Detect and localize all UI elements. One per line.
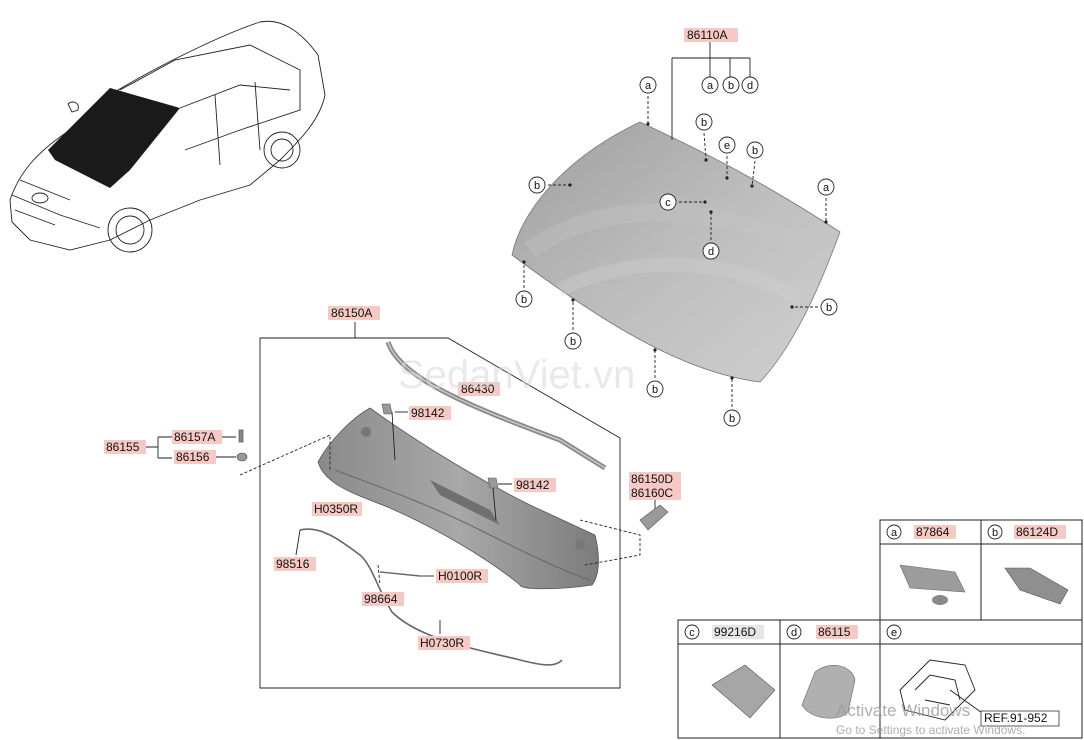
marker-letter-b: b [826, 302, 832, 314]
marker-tip [568, 183, 572, 187]
label-86160C: 86160C [631, 486, 673, 500]
marker-tip [653, 348, 657, 352]
label-86157A: 86157A [174, 430, 215, 444]
label-98142-mid: 98142 [516, 478, 550, 492]
marker-tip [704, 158, 708, 162]
label-86150D: 86150D [631, 472, 673, 486]
cowl-box: 86150A 86430 98142 98142 H0350R 98516 [239, 306, 641, 689]
marker-circle-a [701, 76, 719, 94]
marker-letter-b: b [534, 180, 540, 192]
legend-letter-b: b [992, 527, 998, 539]
marker-tip [725, 176, 729, 180]
marker-tip [824, 220, 828, 224]
marker-letter-e: e [724, 140, 730, 152]
label-H0730R: H0730R [420, 636, 464, 650]
marker-letter-d: d [708, 246, 714, 258]
marker-circle-a [639, 76, 657, 94]
activate-windows-subtitle: Go to Settings to activate Windows. [836, 723, 1025, 737]
windshield-glass [511, 121, 841, 383]
marker-circle-c [659, 193, 677, 211]
marker-circle-b [722, 76, 740, 94]
label-H0350R: H0350R [314, 502, 358, 516]
windshield-highlight [48, 88, 180, 188]
marker-tip [703, 200, 707, 204]
marker-circle-d [702, 242, 720, 260]
legend-letter-e: e [891, 627, 897, 639]
marker-circle-b [723, 409, 741, 427]
marker-letter-b: b [729, 413, 735, 425]
marker-tip [730, 376, 734, 380]
windshield-group: 86110A [511, 28, 841, 383]
label-98664: 98664 [364, 592, 398, 606]
legend-part-99216D: 99216D [714, 625, 756, 639]
label-86150A: 86150A [331, 306, 372, 320]
label-86156: 86156 [176, 450, 210, 464]
label-86155: 86155 [106, 440, 140, 454]
marker-letter-b: b [728, 80, 734, 92]
marker-tip [522, 260, 526, 264]
letter-markers: a b e b b a c d b b b b b a b d [515, 76, 838, 427]
marker-leader [703, 132, 707, 161]
legend-part-86115: 86115 [818, 625, 851, 639]
nut-icon [236, 452, 248, 462]
marker-circle-b [820, 298, 838, 316]
side-cover-part [639, 504, 669, 531]
marker-tip [750, 184, 754, 188]
legend-letter-c: c [689, 627, 695, 639]
marker-circle-d [741, 76, 759, 94]
marker-leader [751, 160, 756, 187]
washer-hose [299, 528, 563, 666]
label-86430: 86430 [461, 382, 495, 396]
legend-part-87864: 87864 [916, 525, 950, 539]
side-cover-group: 86150D 86160C [629, 472, 681, 531]
marker-letter-b: b [752, 145, 758, 157]
label-86110A: 86110A [687, 28, 727, 42]
marker-tip [646, 122, 650, 126]
legend-ref-91-952: REF.91-952 [984, 711, 1048, 725]
marker-tip [709, 210, 713, 214]
label-98516: 98516 [276, 557, 310, 571]
legend-part-86124D: 86124D [1016, 525, 1058, 539]
watermark: SedanViet.vn [398, 353, 635, 397]
bolt-group: 86155 86157A 86156 [104, 429, 248, 464]
legend-letter-a: a [891, 527, 898, 539]
marker-letter-b: b [652, 384, 658, 396]
activate-windows-title: Activate Windows [836, 701, 970, 720]
marker-circle-b [646, 380, 664, 398]
marker-letter-a: a [645, 80, 652, 92]
label-98142-top: 98142 [411, 406, 445, 420]
marker-circle-b [564, 332, 582, 350]
marker-letter-a: a [707, 80, 714, 92]
marker-circle-b [695, 113, 713, 131]
marker-letter-b: b [570, 336, 576, 348]
marker-circle-b [528, 176, 546, 194]
part-99216D-drawing [711, 664, 776, 719]
marker-circle-e [718, 136, 736, 154]
label-H0100R: H0100R [438, 569, 482, 583]
bolt-icon [238, 429, 244, 443]
part-86115-drawing [801, 665, 856, 719]
legend-table: a 87864 b 86124D c 99216D d 86115 e REF.… [677, 519, 1083, 739]
marker-circle-b [515, 290, 533, 308]
legend-letter-d: d [791, 627, 797, 639]
marker-circle-a [817, 178, 835, 196]
part-87864-drawing [899, 564, 966, 593]
car-illustration [9, 20, 326, 253]
marker-tip [571, 298, 575, 302]
marker-letter-b: b [521, 294, 527, 306]
marker-circle-b [746, 141, 764, 159]
marker-tip [790, 305, 794, 309]
marker-letter-c: c [665, 197, 671, 209]
part-86124D-drawing [1004, 567, 1069, 605]
marker-letter-b: b [701, 117, 707, 129]
marker-letter-a: a [823, 182, 830, 194]
marker-letter-d: d [747, 80, 753, 92]
